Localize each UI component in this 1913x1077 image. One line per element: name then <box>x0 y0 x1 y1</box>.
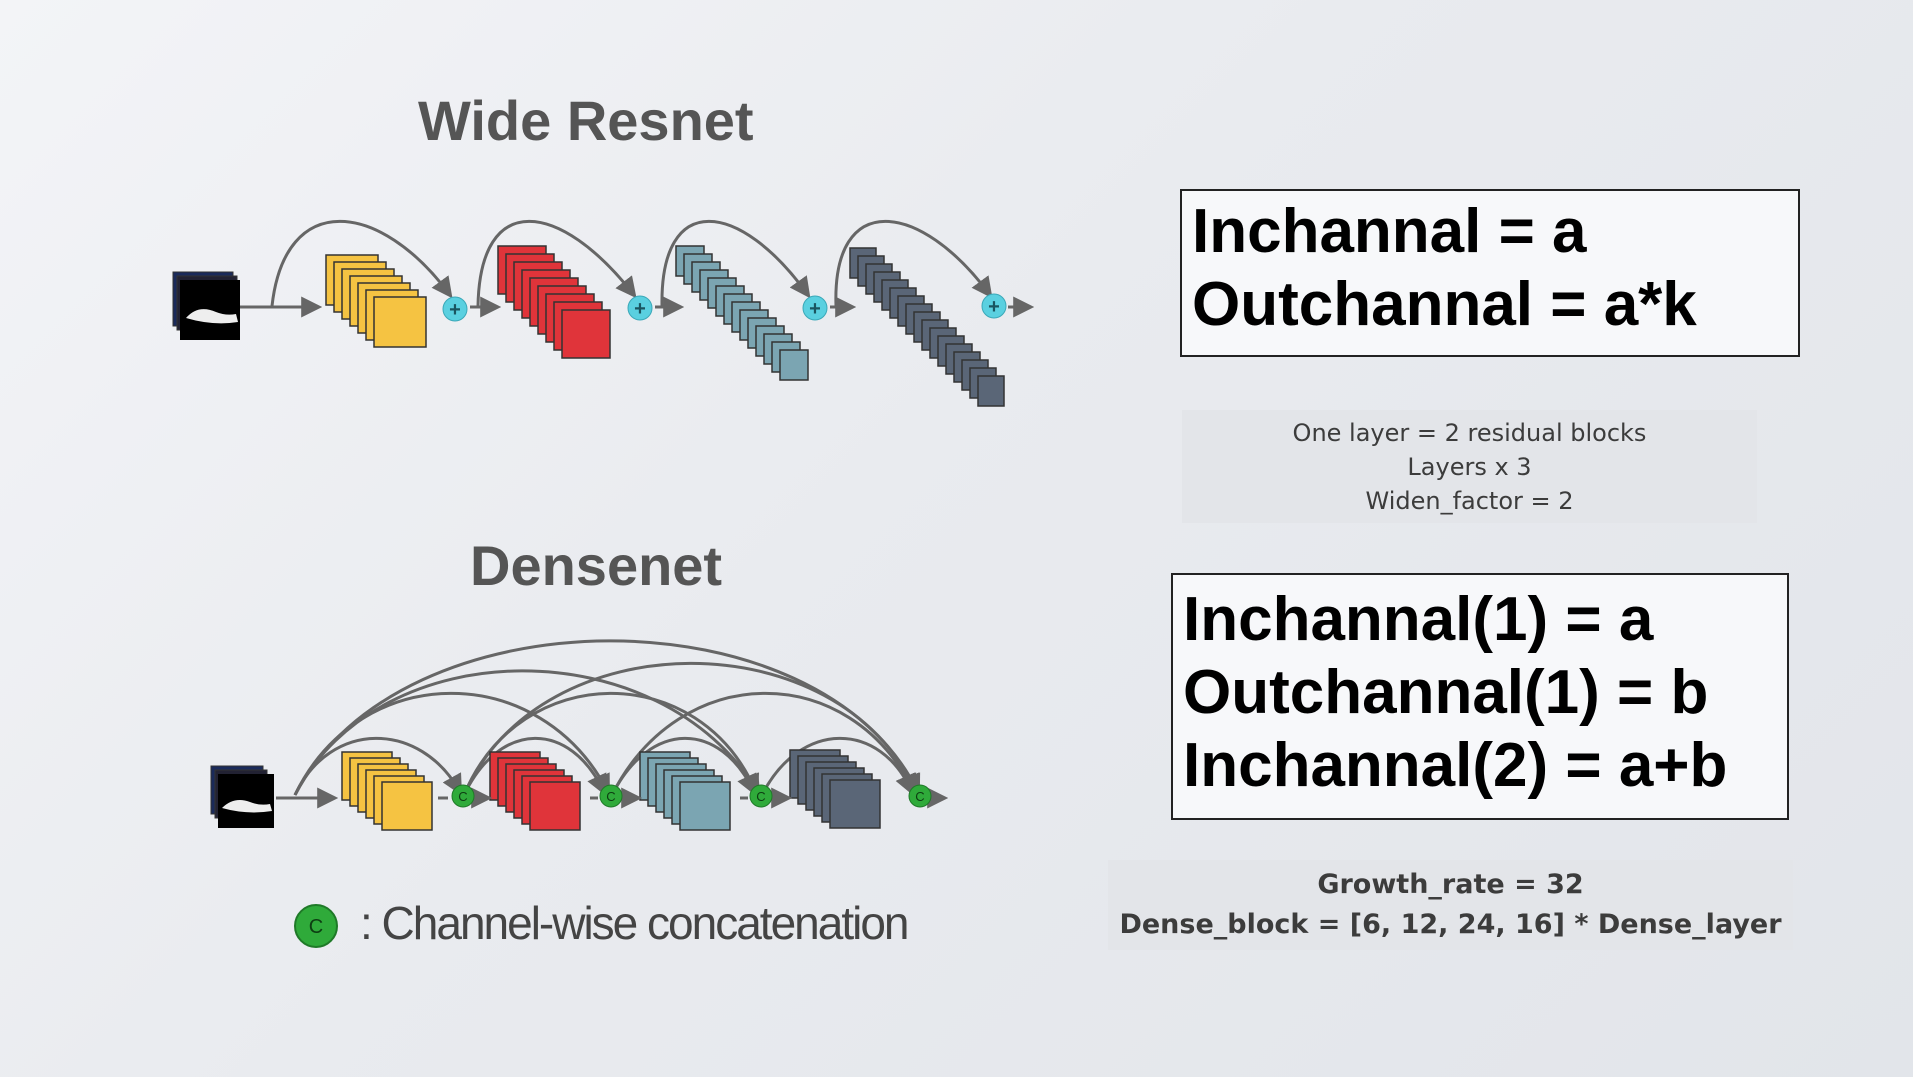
note-line: One layer = 2 residual blocks <box>1292 419 1647 447</box>
dense-block-yellow <box>341 751 433 831</box>
feature-map-layer <box>977 375 1005 407</box>
add-node: + <box>627 295 653 321</box>
resnet-formula-box: Inchannal = a Outchannal = a*k <box>1180 189 1800 357</box>
feature-map-layer <box>529 781 581 831</box>
densenet-notes: Growth_rate = 32 Dense_block = [6, 12, 2… <box>1108 860 1793 950</box>
formula-line: Outchannal(1) = b <box>1183 658 1709 728</box>
resnet-block-slate <box>849 247 1005 407</box>
concat-node: C <box>451 784 475 808</box>
feature-map-layer <box>779 349 809 381</box>
formula-line: Inchannal(1) = a <box>1183 585 1654 654</box>
dense-arc <box>293 669 761 796</box>
concat-symbol: C <box>606 789 615 804</box>
resnet-notes: One layer = 2 residual blocks Layers x 3… <box>1182 410 1757 523</box>
feature-map-layer <box>679 781 731 831</box>
concat-symbol: C <box>458 789 467 804</box>
add-node: + <box>802 295 828 321</box>
concat-node: C <box>908 784 932 808</box>
dense-block-teal <box>639 751 731 831</box>
legend-text: : Channel-wise concatenation <box>360 897 909 949</box>
add-symbol: + <box>988 296 1000 318</box>
feature-map-layer <box>561 309 611 359</box>
note-line: Widen_factor = 2 <box>1365 487 1574 515</box>
note-line: Dense_block = [6, 12, 24, 16] * Dense_la… <box>1119 909 1782 940</box>
dense-arc <box>760 736 915 796</box>
legend-concat-icon: C <box>294 904 338 948</box>
densenet-formula-box: Inchannal(1) = a Outchannal(1) = b Incha… <box>1171 573 1789 820</box>
legend-symbol: C <box>309 916 323 938</box>
densenet-diagram: C C C C <box>210 639 949 831</box>
resnet-input-image <box>172 271 240 340</box>
resnet-diagram: + + + + <box>172 219 1035 407</box>
feature-map-layer <box>373 296 427 348</box>
resnet-skip-arc <box>834 219 993 307</box>
densenet-title: Densenet <box>470 534 723 597</box>
formula-line: Outchannal = a*k <box>1192 270 1697 340</box>
resnet-block-teal <box>675 245 809 381</box>
resnet-skip-arc <box>270 220 453 307</box>
formula-line: Inchannal(2) = a+b <box>1183 731 1728 801</box>
note-line: Layers x 3 <box>1407 453 1532 481</box>
add-node: + <box>442 296 468 322</box>
resnet-title: Wide Resnet <box>418 89 754 152</box>
dense-block-slate <box>789 749 881 829</box>
resnet-skip-arc <box>660 219 811 307</box>
dense-input-image <box>210 765 274 828</box>
add-symbol: + <box>634 298 646 320</box>
feature-map-layer <box>381 781 433 831</box>
feature-map-layer <box>829 779 881 829</box>
add-node: + <box>981 293 1007 319</box>
resnet-block-yellow <box>325 254 427 348</box>
concat-node: C <box>599 784 623 808</box>
dense-arc <box>462 662 919 796</box>
concat-symbol: C <box>915 789 924 804</box>
dense-arc <box>610 691 917 796</box>
add-symbol: + <box>809 298 821 320</box>
concat-symbol: C <box>756 789 765 804</box>
resnet-block-red <box>497 245 611 359</box>
formula-line: Inchannal = a <box>1192 197 1587 266</box>
add-symbol: + <box>449 299 461 321</box>
dense-arc <box>462 736 607 796</box>
dense-block-red <box>489 751 581 831</box>
note-line: Growth_rate = 32 <box>1317 869 1584 900</box>
concat-node: C <box>749 784 773 808</box>
resnet-skip-arc <box>476 219 637 307</box>
